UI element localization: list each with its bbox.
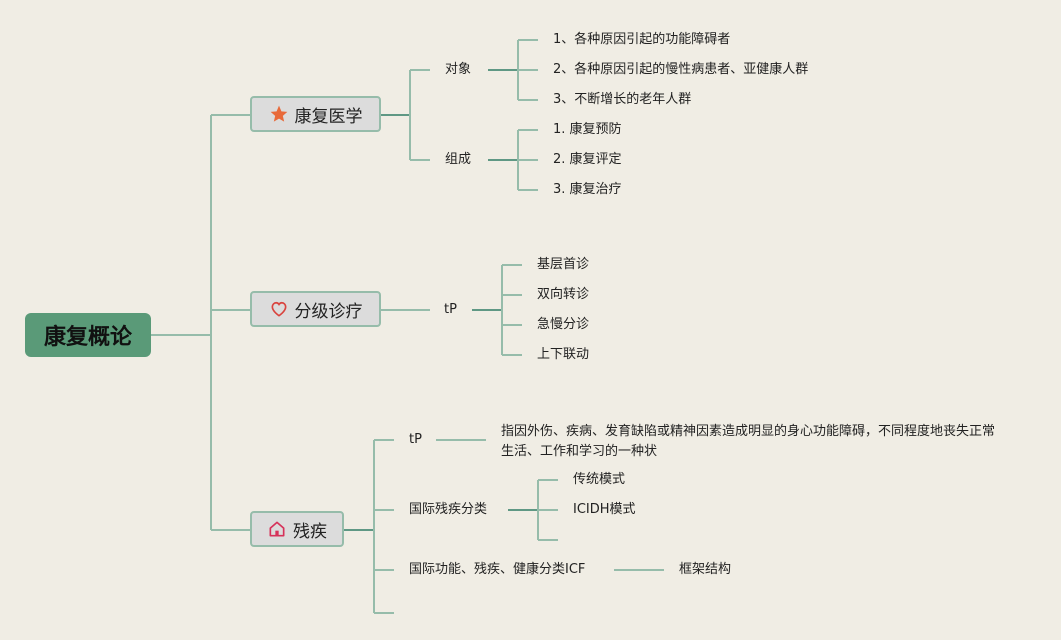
definition-text[interactable]: 指因外伤、疾病、发育缺陷或精神因素造成明显的身心功能障碍，不同程度地丧失正常生活…	[501, 424, 996, 459]
leaf-node[interactable]: 传统模式	[573, 472, 626, 487]
root-topic[interactable]: 康复概论	[25, 313, 151, 357]
topic-label: 残疾	[293, 521, 327, 542]
leaf-node[interactable]: 3. 康复治疗	[553, 182, 622, 197]
leaf-node[interactable]: 2. 康复评定	[553, 152, 622, 167]
topic-tiered-care[interactable]: 分级诊疗	[250, 291, 381, 327]
node-tp[interactable]: tP	[409, 432, 422, 447]
topic-rehab-medicine[interactable]: 康复医学	[250, 96, 381, 132]
node-intl-disability-classification[interactable]: 国际残疾分类	[409, 502, 488, 517]
root-label: 康复概论	[43, 325, 132, 350]
node-icf[interactable]: 国际功能、残疾、健康分类ICF	[409, 562, 586, 577]
leaf-node[interactable]: 3、不断增长的老年人群	[553, 92, 692, 107]
star-icon	[269, 104, 289, 124]
leaf-node[interactable]: 基层首诊	[537, 257, 590, 272]
heart-icon	[269, 299, 289, 319]
node-object[interactable]: 对象	[445, 62, 472, 77]
node-composition[interactable]: 组成	[445, 152, 472, 167]
leaf-node[interactable]: 1. 康复预防	[553, 122, 622, 137]
leaf-node[interactable]: 框架结构	[679, 562, 732, 577]
home-icon	[267, 519, 287, 539]
leaf-node[interactable]: 双向转诊	[537, 287, 590, 302]
leaf-node[interactable]: 上下联动	[537, 347, 590, 362]
node-tp[interactable]: tP	[444, 302, 457, 317]
leaf-node[interactable]: ICIDH模式	[573, 502, 636, 517]
topic-label: 康复医学	[294, 106, 363, 127]
topic-disability[interactable]: 残疾	[250, 511, 344, 547]
leaf-node[interactable]: 2、各种原因引起的慢性病患者、亚健康人群	[553, 62, 809, 77]
leaf-node[interactable]: 急慢分诊	[537, 317, 590, 332]
topic-label: 分级诊疗	[294, 301, 363, 322]
leaf-node[interactable]: 1、各种原因引起的功能障碍者	[553, 32, 731, 47]
